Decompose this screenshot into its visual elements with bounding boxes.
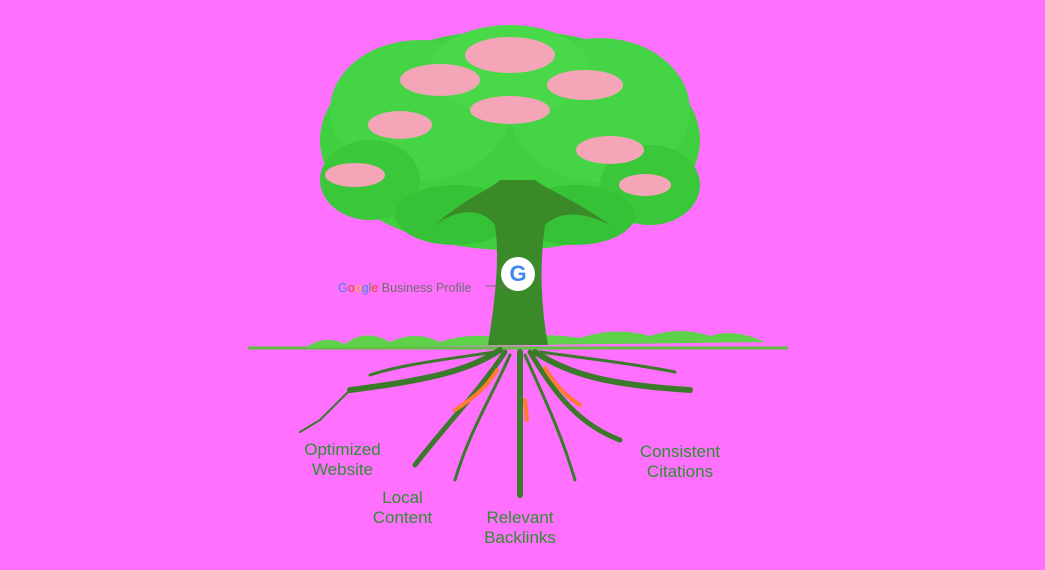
root-label-line: Backlinks (484, 528, 556, 547)
label-char: e (371, 281, 379, 295)
label-char: g (361, 281, 369, 295)
root-label-line: Content (372, 508, 433, 527)
root-label-line: Website (311, 460, 374, 479)
google-business-profile-label: Google Business Profile (338, 281, 471, 295)
label-char: l (368, 281, 372, 295)
root-label-line: Optimized (304, 440, 381, 459)
label-char: o (347, 281, 355, 295)
root-label-relevant-backlinks: Relevant Backlinks (470, 508, 570, 548)
root-label-line: Consistent (639, 442, 721, 461)
label-char: G (338, 281, 348, 295)
label-char: o (354, 281, 362, 295)
root-label-line: Local (382, 488, 423, 507)
root-label-consistent-citations: Consistent Citations (625, 442, 735, 482)
google-logo-letter: G (509, 261, 527, 286)
google-logo-icon (501, 257, 535, 291)
label-rest: Business Profile (378, 281, 472, 295)
root-label-line: Relevant (486, 508, 554, 527)
root-label-optimized-website: Optimized Website (290, 440, 395, 480)
root-accents (453, 366, 582, 422)
root-label-line: Citations (646, 462, 714, 481)
root-label-local-content: Local Content (355, 488, 450, 528)
